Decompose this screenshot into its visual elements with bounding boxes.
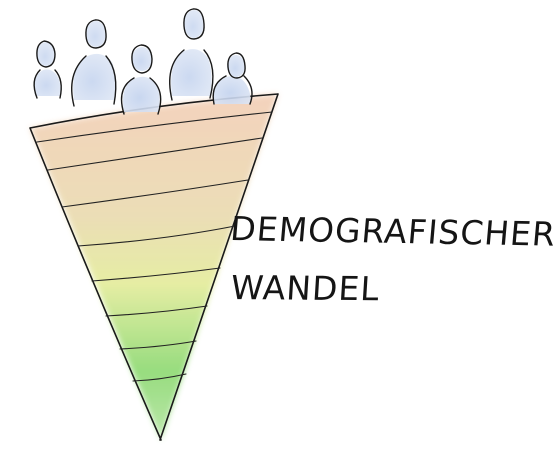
people-group xyxy=(33,8,253,115)
funnel-band xyxy=(105,305,208,317)
person-figure xyxy=(71,19,117,107)
illustration-caption: DEMOGRAFISCHER WANDEL xyxy=(228,198,558,338)
funnel-bands xyxy=(36,111,273,382)
person-figure xyxy=(120,44,162,115)
person-figure xyxy=(33,40,62,99)
population-funnel xyxy=(29,93,279,441)
funnel-band xyxy=(119,340,197,350)
funnel-fill xyxy=(30,94,278,440)
funnel-band xyxy=(77,225,236,247)
caption-line-demografischer: DEMOGRAFISCHER xyxy=(228,209,558,254)
person-figure xyxy=(169,8,214,101)
person-figure xyxy=(212,52,253,105)
funnel-band xyxy=(36,111,273,143)
funnel-band xyxy=(91,267,221,282)
funnel-band xyxy=(47,137,263,171)
funnel-band xyxy=(132,373,187,382)
funnel-band xyxy=(61,179,249,208)
caption-line-wandel: WANDEL xyxy=(229,268,381,309)
